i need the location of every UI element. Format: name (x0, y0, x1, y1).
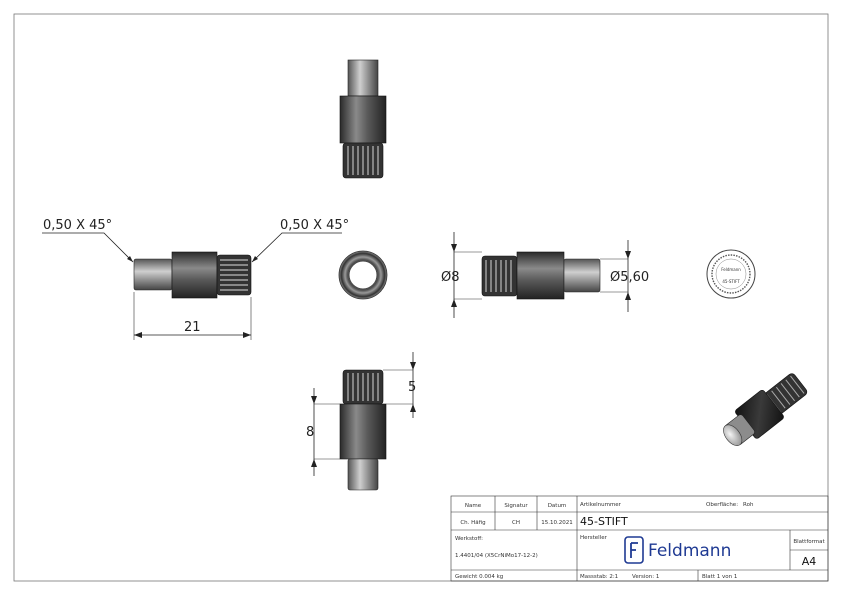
bottom-view-shaft (347, 458, 379, 491)
tb-material-value: 1.4401/04 (X5CrNiMo17-12-2) (455, 553, 538, 559)
tb-signature: CH (512, 520, 520, 526)
tb-weight: Gewicht 0.004 kg (455, 574, 503, 580)
top-view-body (339, 95, 387, 144)
chamfer-leader-left (42, 232, 134, 263)
front-view-shaft (133, 258, 173, 291)
side-view-body (516, 251, 565, 300)
sheet-border (13, 13, 829, 582)
bottom-view-body (339, 403, 387, 460)
tb-header-signature: Signatur (504, 503, 528, 509)
chamfer-leader-right (251, 232, 342, 263)
svg-text:Feldmann: Feldmann (648, 541, 731, 561)
dim-diameter-small: Ø5,60 (610, 270, 649, 285)
isometric-view (723, 373, 808, 446)
tb-article-number: 45-STIFT (580, 515, 628, 528)
dim-diameter-large: Ø8 (441, 270, 460, 285)
tb-sheet: Blatt 1 von 1 (702, 574, 737, 580)
tb-header-name: Name (465, 503, 482, 509)
dim-height-body: 8 (306, 425, 314, 440)
title-block: Name Signatur Datum Ch. Häfig CH 15.10.2… (450, 495, 829, 582)
side-view: Ø8 Ø5,60 (441, 232, 649, 318)
front-view-knurl-ridges (220, 259, 248, 291)
tb-article-label: Artikelnummer (580, 502, 622, 508)
dim-chamfer-right: 0,50 X 45° (280, 218, 349, 233)
bottom-view-knurl-ridges (347, 373, 379, 401)
tb-scale: Massstab: 2:1 (580, 574, 618, 580)
front-view: 0,50 X 45° 0,50 X 45° 21 (42, 218, 349, 340)
dim-chamfer-left: 0,50 X 45° (43, 218, 112, 233)
tb-date: 15.10.2021 (541, 520, 573, 526)
tb-version: Version: 1 (632, 574, 659, 580)
side-view-shaft (563, 258, 601, 293)
tb-sheet-format: A4 (802, 555, 817, 568)
marking-bottom: 45-STIFT (722, 279, 740, 284)
top-view (339, 59, 387, 179)
top-view-knurl-ridges (347, 146, 379, 175)
tb-manufacturer-label: Hersteller (580, 535, 608, 541)
end-view-ring (338, 250, 388, 300)
feldmann-logo: Feldmann (624, 536, 731, 564)
tb-name: Ch. Häfig (460, 520, 485, 526)
front-view-body (171, 251, 218, 299)
dim-height-knurl: 5 (408, 380, 416, 395)
side-view-knurl-ridges (485, 260, 512, 292)
tb-sheet-format-label: Blattformat (793, 539, 825, 545)
tb-surface-value: Roh (743, 502, 754, 508)
top-view-shaft (347, 59, 379, 97)
side-view-knurl (481, 255, 518, 297)
bottom-view: 5 8 (306, 352, 416, 491)
tb-header-date: Datum (548, 503, 567, 509)
marking-top: Feldmann (721, 267, 741, 272)
tb-surface-label: Oberfläche: (706, 502, 738, 508)
tb-material-label: Werkstoff: (455, 536, 483, 542)
dim-length: 21 (184, 320, 201, 335)
end-view-marking: Feldmann 45-STIFT (706, 249, 756, 299)
